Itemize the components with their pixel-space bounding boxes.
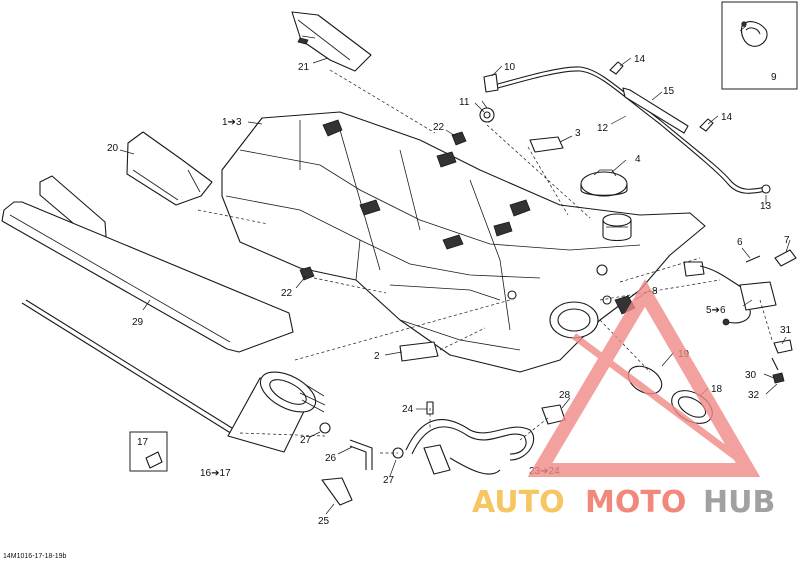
callout-15: 15 bbox=[663, 86, 675, 97]
inset-box-part-17 bbox=[129, 431, 168, 472]
callout-12: 12 bbox=[597, 123, 609, 134]
callout-3: 3 bbox=[575, 128, 581, 139]
callout-30: 30 bbox=[745, 370, 757, 381]
hardware-part-30-32 bbox=[771, 357, 779, 371]
fuel-tank-body bbox=[221, 111, 706, 373]
rod-part-16 bbox=[21, 299, 241, 438]
callout-7: 7 bbox=[784, 235, 790, 246]
callout-16-17: 16➔17 bbox=[200, 468, 231, 479]
callout-6: 6 bbox=[737, 237, 743, 248]
sender-unit-part-5-6 bbox=[683, 249, 797, 384]
seal-part-19 bbox=[627, 365, 663, 395]
callout-20: 20 bbox=[107, 143, 119, 154]
callout-1-3: 1➔3 bbox=[222, 117, 242, 128]
fuel-cap-part-4 bbox=[580, 169, 628, 197]
callout-4: 4 bbox=[635, 154, 641, 165]
dashed-leaders bbox=[197, 69, 773, 454]
watermark-text-moto: MOTO bbox=[585, 485, 686, 520]
grommet-part-22-upper bbox=[451, 131, 467, 146]
fuel-hoses bbox=[321, 401, 566, 506]
callout-25: 25 bbox=[318, 516, 330, 527]
callout-18: 18 bbox=[711, 384, 723, 395]
grommet-part-22-lower bbox=[299, 266, 315, 281]
callout-14-b: 14 bbox=[721, 112, 733, 123]
callout-26: 26 bbox=[325, 453, 337, 464]
callout-13: 13 bbox=[760, 201, 772, 212]
watermark-logo: AUTO MOTO HUB bbox=[472, 279, 775, 520]
heat-shield-part-21 bbox=[291, 11, 372, 72]
callout-5-6: 5➔6 bbox=[706, 305, 726, 316]
callout-10: 10 bbox=[504, 62, 516, 73]
callout-24: 24 bbox=[402, 404, 414, 415]
leader-lines bbox=[119, 25, 791, 515]
inset-box-part-9 bbox=[721, 1, 798, 90]
watermark-triangle bbox=[527, 279, 761, 477]
callout-22-a: 22 bbox=[433, 122, 445, 133]
callout-27-b: 27 bbox=[383, 475, 395, 486]
callout-11: 11 bbox=[459, 97, 470, 108]
callout-29: 29 bbox=[132, 317, 144, 328]
callout-22-b: 22 bbox=[281, 288, 293, 299]
fuel-pump-assembly bbox=[227, 371, 331, 453]
callout-27-a: 27 bbox=[300, 435, 312, 446]
callout-8: 8 bbox=[652, 286, 658, 297]
pad-part-29 bbox=[1, 175, 294, 353]
callout-28: 28 bbox=[559, 390, 571, 401]
panel-part-20 bbox=[126, 131, 213, 206]
diagram-code: 14M1016-17-18-19b bbox=[3, 553, 67, 560]
pad-part-2 bbox=[399, 341, 439, 362]
callout-2: 2 bbox=[374, 351, 380, 362]
watermark-text-auto: AUTO bbox=[472, 485, 565, 520]
watermark-text-hub: HUB bbox=[703, 485, 775, 520]
callout-9: 9 bbox=[771, 72, 777, 83]
callout-17: 17 bbox=[137, 437, 149, 448]
callout-32: 32 bbox=[748, 390, 760, 401]
callout-21: 21 bbox=[298, 62, 310, 73]
callout-14-a: 14 bbox=[634, 54, 646, 65]
pad-part-3 bbox=[529, 136, 564, 153]
callout-31: 31 bbox=[780, 325, 792, 336]
vent-line-assembly bbox=[479, 61, 771, 194]
